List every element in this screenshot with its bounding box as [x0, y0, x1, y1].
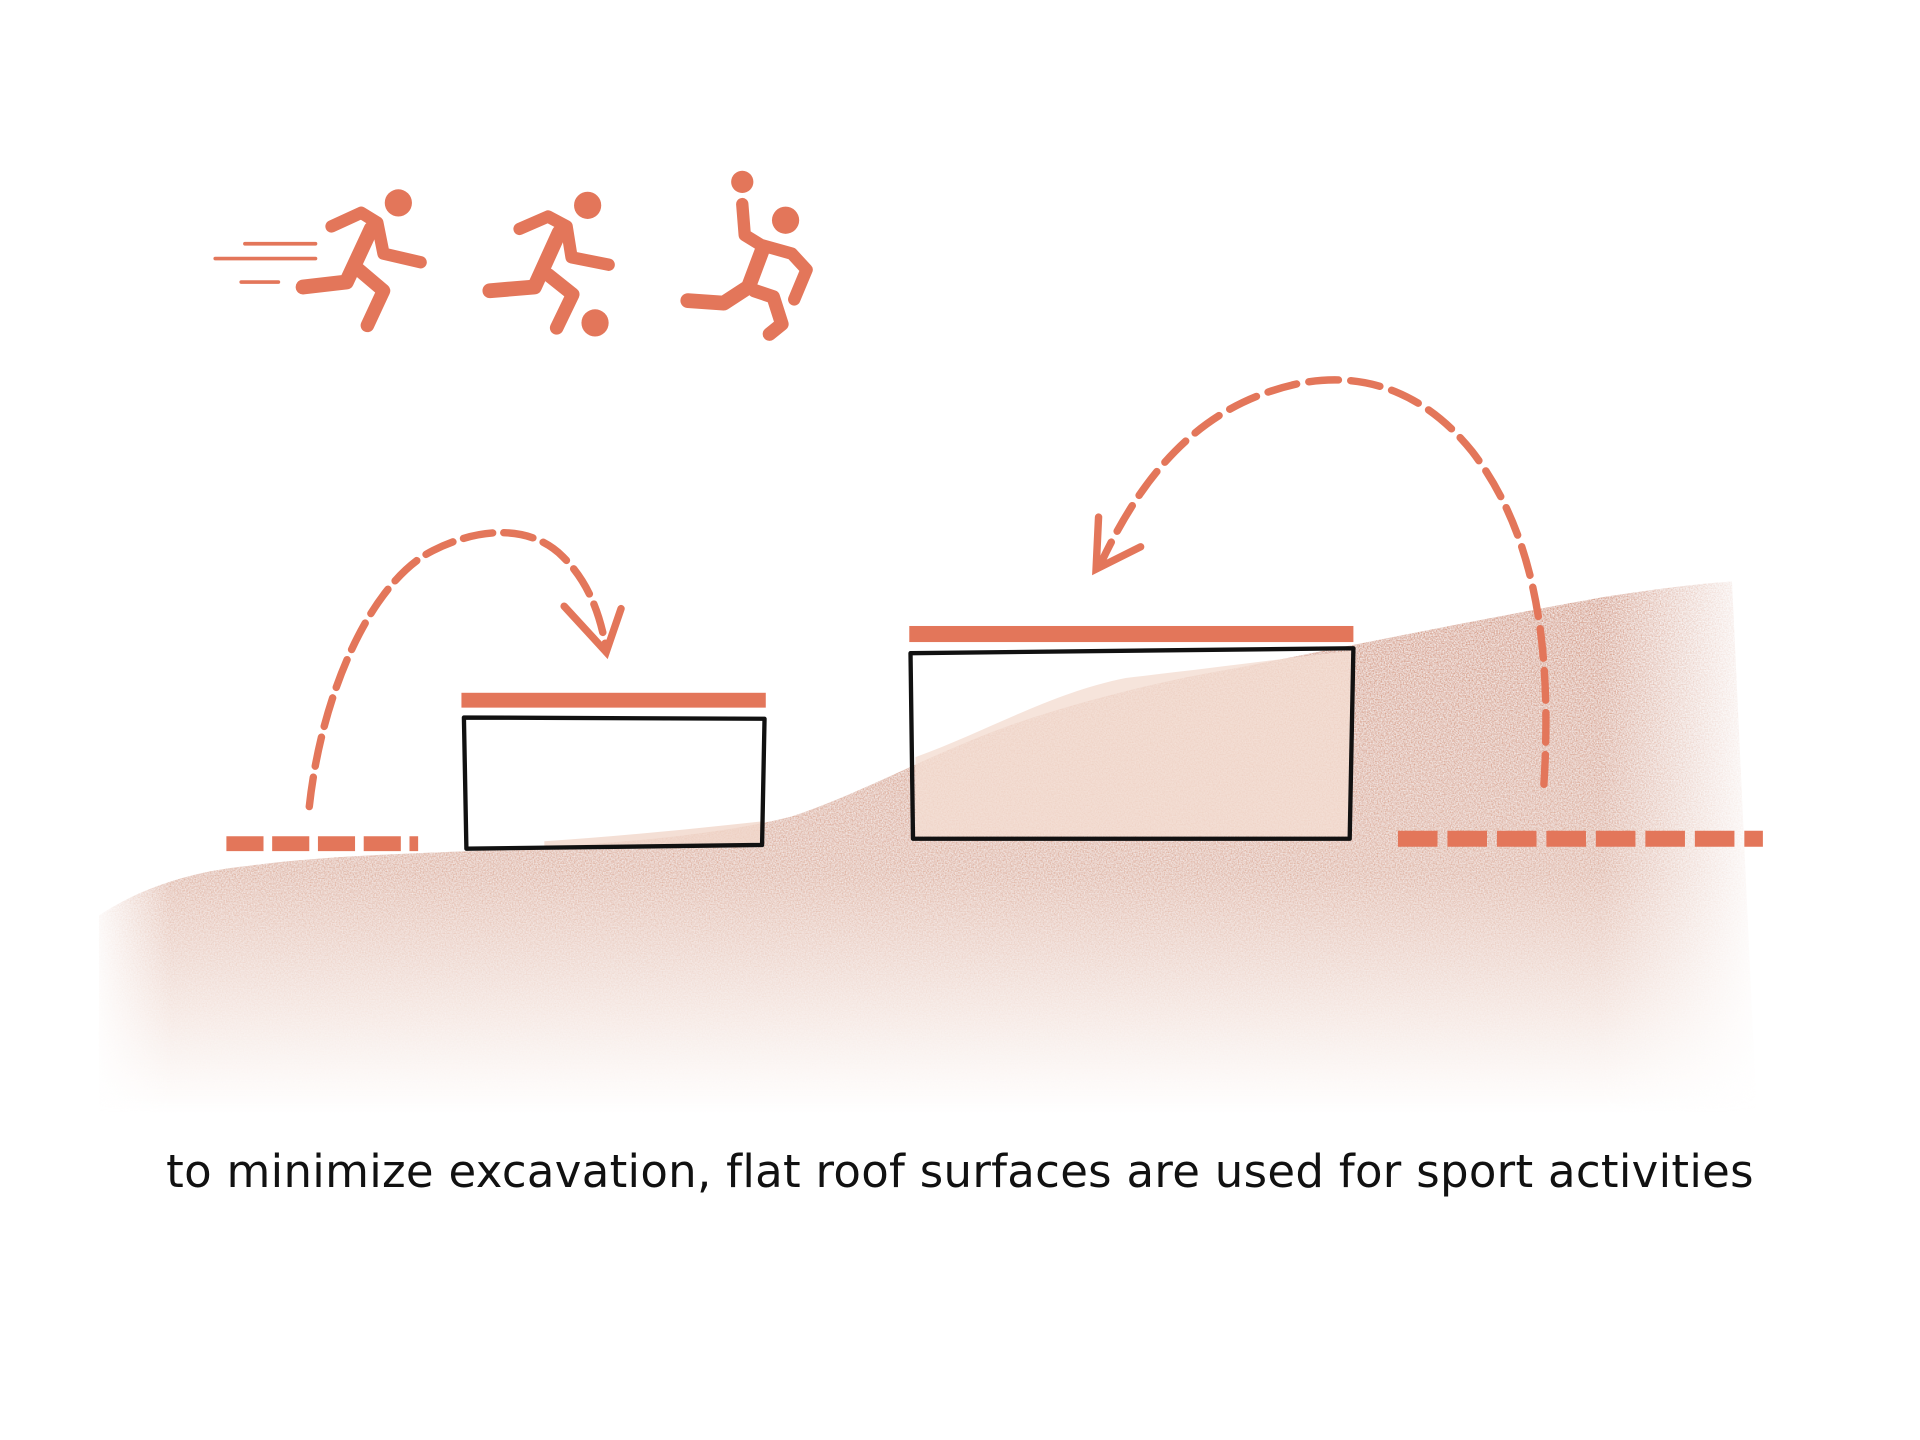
running-person-icon: [213, 189, 427, 333]
large-roof-sport-surface: [909, 625, 1354, 643]
excavated-terrain-small: [544, 821, 761, 847]
handball-player-icon: [680, 170, 813, 341]
left-arc-arrow: [305, 528, 625, 811]
small-roof-sport-surface: [461, 692, 766, 708]
excavated-terrain: [915, 650, 1351, 837]
large-building: [908, 646, 1356, 841]
small-building: [461, 715, 767, 851]
right-arc-arrow: [1092, 376, 1550, 789]
caption: to minimize excavation, flat roof surfac…: [166, 1145, 1754, 1198]
soccer-player-icon: [482, 191, 615, 337]
